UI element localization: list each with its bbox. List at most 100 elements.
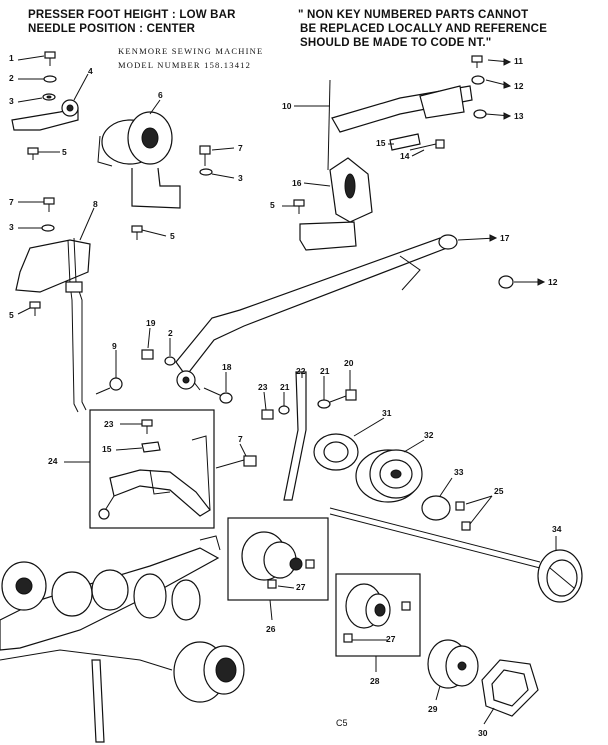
lever-part-17 (175, 234, 458, 391)
callout-18: 18 (222, 362, 232, 372)
link-part-22 (283, 371, 307, 501)
callout-27-b: 27 (386, 634, 396, 644)
callout-19: 19 (146, 318, 156, 328)
pin-part-18 (203, 387, 233, 404)
washer-part-31 (313, 433, 359, 471)
callout-11: 11 (514, 56, 523, 66)
callout-1: 1 (9, 53, 14, 63)
bracket-part-10 (327, 79, 473, 171)
callout-14: 14 (400, 151, 410, 161)
callout-27: 27 (296, 582, 306, 592)
screw-part-1 (44, 51, 56, 66)
callout-23: 23 (258, 382, 268, 392)
callout-7-c: 7 (238, 434, 243, 444)
callout-31: 31 (382, 408, 392, 418)
presser-bar-part-8 (15, 237, 91, 413)
needle-position-note: NEEDLE POSITION : CENTER (28, 23, 196, 35)
screw-part-11 (471, 55, 483, 68)
callout-28: 28 (370, 676, 380, 686)
screw-part-5-a (27, 147, 39, 160)
box-part-24 (89, 409, 215, 529)
tension-assembly-part-6 (97, 111, 181, 209)
machine-name: KENMORE SEWING MACHINE (118, 46, 264, 56)
callout-29: 29 (428, 704, 438, 714)
callout-arrows (489, 58, 546, 286)
screw-part-5-b (131, 225, 143, 240)
plate-part-15-a (389, 133, 421, 151)
screw-part-5-c (29, 301, 41, 316)
callout-26: 26 (266, 624, 276, 634)
screw-part-20 (329, 389, 357, 403)
callout-12: 12 (514, 81, 524, 91)
washer-part-2 (43, 75, 57, 83)
screw-part-13 (473, 109, 487, 119)
callout-30: 30 (478, 728, 488, 738)
callout-3-b: 3 (238, 173, 243, 183)
washer-part-3 (42, 93, 56, 101)
callout-25: 25 (494, 486, 504, 496)
callout-13: 13 (514, 111, 524, 121)
screw-part-7-a (199, 145, 211, 166)
callout-34: 34 (552, 524, 562, 534)
callout-24: 24 (48, 456, 58, 466)
screw-part-23-b (141, 419, 153, 434)
callout-9: 9 (112, 341, 117, 351)
parts-note-line-1: " NON KEY NUMBERED PARTS CANNOT (298, 9, 529, 21)
callout-3-c: 3 (9, 222, 14, 232)
screw-part-7-b (43, 197, 55, 212)
cam-part-26 (241, 531, 303, 581)
callout-23-b: 23 (104, 419, 114, 429)
washer-part-3-c (41, 224, 55, 232)
callout-20: 20 (344, 358, 354, 368)
screw-part-7-c (215, 455, 257, 469)
callout-17: 17 (500, 233, 510, 243)
screw-part-25 (455, 501, 471, 531)
model-number: MODEL NUMBER 158.13412 (118, 60, 252, 70)
presser-foot-height-note: PRESSER FOOT HEIGHT : LOW BAR (28, 9, 236, 21)
box-part-26 (227, 517, 329, 601)
washer-part-3-b (199, 168, 213, 176)
callout-5-b: 5 (170, 231, 175, 241)
screw-part-5-d (293, 199, 305, 214)
bracket-part-4 (11, 99, 79, 131)
callout-2: 2 (9, 73, 14, 83)
diagram-code: C5 (336, 718, 348, 728)
washer-part-21-b (317, 399, 331, 409)
leader-lines (17, 55, 557, 725)
bracket-part-24-assembly (98, 435, 211, 520)
callout-15: 15 (376, 138, 386, 148)
cam-part-28 (345, 583, 391, 629)
callout-6: 6 (158, 90, 163, 100)
nut-part-19 (141, 349, 154, 360)
callout-12-b: 12 (548, 277, 558, 287)
box-part-28 (335, 573, 421, 657)
cam-part-32 (355, 449, 423, 503)
clip-part-12-b (498, 275, 514, 289)
washer-part-2-b (164, 356, 176, 366)
clip-part-12-a (471, 75, 485, 85)
callout-5-d: 5 (270, 200, 275, 210)
plate-part-15-b (141, 441, 161, 453)
callout-22: 22 (296, 366, 306, 376)
main-cam-assembly (0, 535, 245, 743)
callout-10: 10 (282, 101, 292, 111)
callout-32: 32 (424, 430, 434, 440)
washer-part-21-a (278, 405, 290, 415)
bracket-part-16 (299, 157, 373, 251)
parts-note-line-2: BE REPLACED LOCALLY AND REFERENCE (300, 23, 548, 35)
callout-7: 7 (238, 143, 243, 153)
cam-part-29 (427, 639, 479, 689)
screw-part-9 (95, 377, 123, 395)
callout-21: 21 (280, 382, 290, 392)
screw-part-27-b (343, 601, 411, 643)
nut-part-23-a (261, 409, 274, 420)
callout-5-c: 5 (9, 310, 14, 320)
callout-33: 33 (454, 467, 464, 477)
callout-7-b: 7 (9, 197, 14, 207)
callout-8: 8 (93, 199, 98, 209)
callout-4: 4 (88, 66, 93, 76)
knob-part-34 (329, 507, 583, 603)
parts-note-line-3: SHOULD BE MADE TO CODE NT." (300, 37, 492, 49)
screw-part-27-a (267, 559, 315, 589)
